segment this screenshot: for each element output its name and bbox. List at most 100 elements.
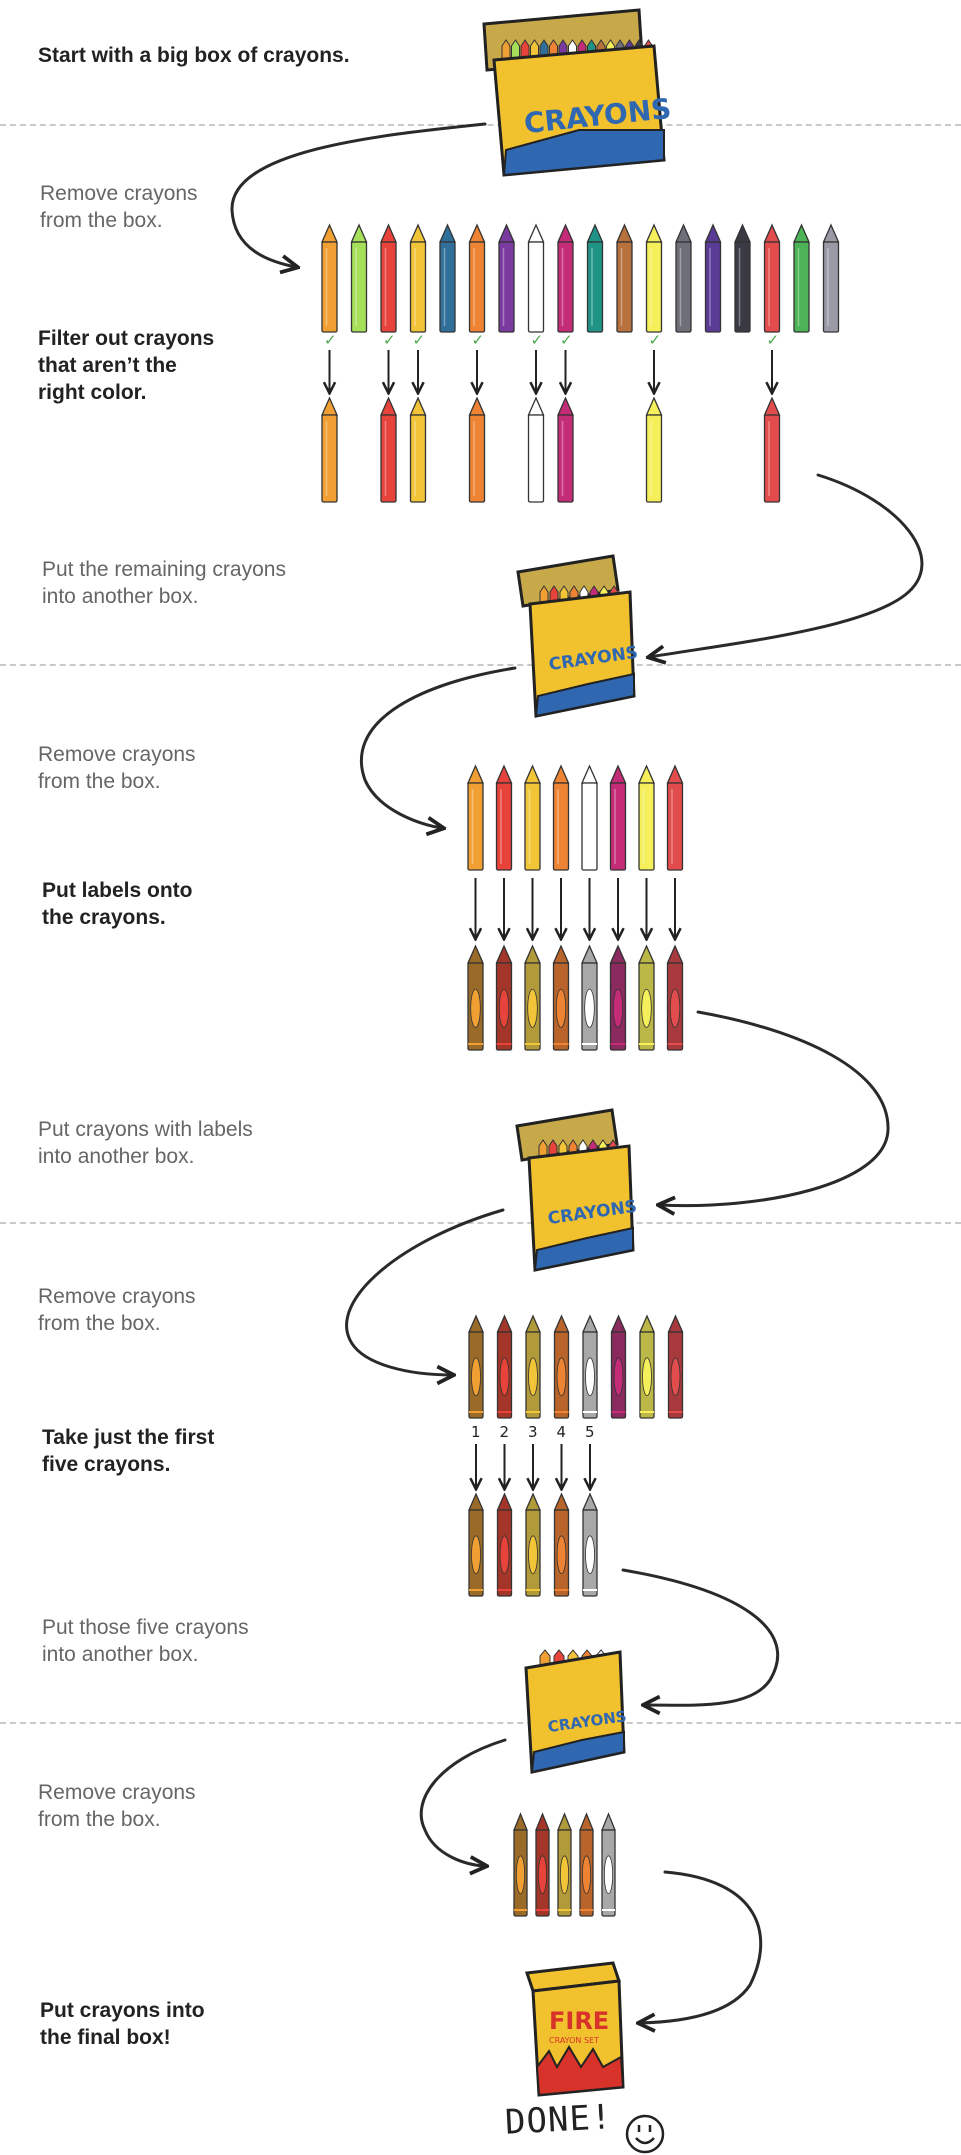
check-icon: ✓: [767, 331, 780, 349]
step-label-put-labeled: Put crayons with labels into another box…: [38, 1116, 253, 1170]
labeled-crayon: [557, 1812, 572, 1917]
flow-arrow: [660, 1010, 890, 1206]
step-line: from the box.: [38, 770, 161, 793]
step-label-filter: Filter out crayons that aren’t the right…: [38, 325, 214, 406]
crayon: [527, 396, 545, 503]
step-label-remove-1: Remove crayons from the box.: [40, 180, 198, 234]
crayon: [380, 223, 397, 333]
crayon: [321, 396, 338, 503]
labeled-crayon: [524, 944, 541, 1051]
crayon: [734, 223, 751, 333]
flow-arrow: [419, 1738, 507, 1866]
labeled-crayon: [552, 944, 570, 1051]
crayon-box-large: CRAYONS: [482, 8, 673, 177]
labeled-crayon: [495, 944, 513, 1051]
crayon: [763, 396, 781, 503]
final-box-subtitle: CRAYON SET: [549, 2036, 599, 2045]
labeled-crayon: [609, 944, 627, 1051]
step-line: Remove crayons: [38, 1781, 196, 1804]
labeled-crayon: [525, 1314, 541, 1419]
flow-arrow: [621, 1568, 780, 1705]
take-number: 1: [471, 1423, 481, 1441]
step-label-remove-2: Remove crayons from the box.: [38, 741, 196, 795]
flow-arrow: [345, 1208, 505, 1375]
final-crayon-box: FIRE CRAYON SET: [524, 1961, 625, 2097]
crayon: [557, 396, 574, 503]
step-label-labels: Put labels onto the crayons.: [42, 877, 193, 931]
crayon: [581, 764, 598, 871]
crayon: [666, 764, 684, 871]
crayon: [645, 223, 663, 333]
labeled-crayon: [638, 944, 655, 1051]
flow-arrow: [230, 122, 487, 267]
check-icon: ✓: [383, 331, 396, 349]
flow-arrow: [650, 473, 924, 657]
crayon-box-small: CRAYONS: [524, 1649, 628, 1774]
labeled-crayon: [525, 1492, 541, 1597]
labeled-crayon: [468, 1314, 484, 1419]
smiley-icon: [625, 2114, 665, 2154]
labeled-crayon: [535, 1812, 550, 1917]
step-line: that aren’t the: [38, 354, 177, 377]
step-line: Start with a big box of crayons.: [38, 44, 350, 67]
crayon-box-medium: CRAYONS: [515, 1108, 638, 1272]
labeled-crayon: [467, 944, 484, 1051]
crayon: [645, 396, 663, 503]
crayon: [822, 223, 840, 333]
check-icon: ✓: [531, 331, 544, 349]
crayon: [552, 764, 570, 871]
crayon: [616, 223, 633, 333]
labeled-crayon: [579, 1812, 594, 1917]
crayon: [409, 223, 427, 333]
step-line: the final box!: [40, 2026, 171, 2049]
step-line: into another box.: [42, 1643, 199, 1666]
step-line: from the box.: [38, 1808, 161, 1831]
step-line: Remove crayons: [38, 1285, 196, 1308]
step-line: Take just the first: [42, 1426, 215, 1449]
labeled-crayon: [666, 944, 684, 1051]
crayon: [638, 764, 655, 871]
step-label-remove-4: Remove crayons from the box.: [38, 1779, 196, 1833]
step-line: Put crayons into: [40, 1999, 205, 2022]
section-divider: [0, 1722, 961, 1724]
labeled-crayon: [582, 1492, 598, 1597]
flow-arrow: [640, 1870, 763, 2023]
crayon: [468, 396, 486, 503]
labeled-crayon: [610, 1314, 627, 1419]
labeled-crayon: [582, 1314, 598, 1419]
check-icon: ✓: [472, 331, 485, 349]
take-number: 2: [500, 1423, 510, 1441]
step-line: from the box.: [40, 209, 163, 232]
crayon: [675, 223, 692, 333]
labeled-crayon: [513, 1812, 528, 1917]
step-line: the crayons.: [42, 906, 166, 929]
check-icon: ✓: [649, 331, 662, 349]
crayon: [495, 764, 513, 871]
step-line: right color.: [38, 381, 147, 404]
step-label-take-five: Take just the first five crayons.: [42, 1424, 214, 1478]
check-icon: ✓: [413, 331, 426, 349]
crayon: [524, 764, 541, 871]
crayon: [498, 223, 515, 333]
crayon: [321, 223, 338, 333]
section-divider: [0, 1222, 961, 1224]
labeled-crayon: [496, 1492, 513, 1597]
flow-arrow: [359, 666, 517, 828]
step-line: Put labels onto: [42, 879, 193, 902]
step-line: Put the remaining crayons: [42, 558, 286, 581]
step-line: Remove crayons: [38, 743, 196, 766]
labeled-crayon: [468, 1492, 484, 1597]
step-line: into another box.: [42, 585, 199, 608]
crayon: [609, 764, 627, 871]
check-icon: ✓: [324, 331, 337, 349]
take-number: 4: [557, 1423, 567, 1441]
crayon: [793, 223, 810, 333]
crayon: [704, 223, 722, 333]
step-line: from the box.: [38, 1312, 161, 1335]
crayon: [350, 223, 368, 333]
step-line: Remove crayons: [40, 182, 198, 205]
step-line: Put crayons with labels: [38, 1118, 253, 1141]
step-line: Filter out crayons: [38, 327, 215, 350]
labeled-crayon: [601, 1812, 616, 1917]
